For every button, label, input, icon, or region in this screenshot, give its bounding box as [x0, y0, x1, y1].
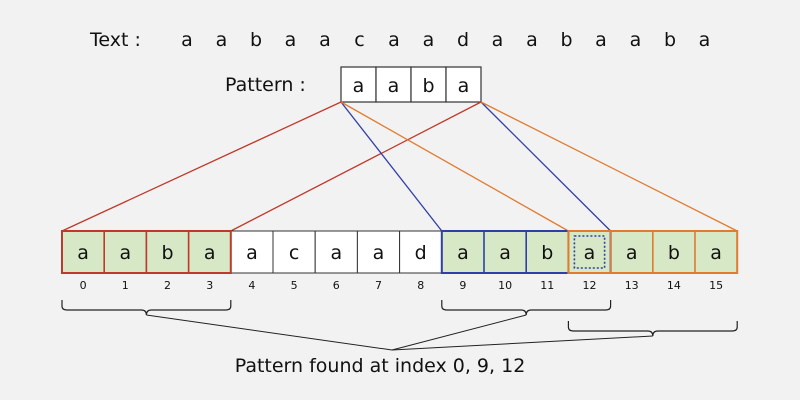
text-char: a [492, 29, 504, 51]
index-label: 12 [583, 279, 597, 292]
array-char: a [204, 242, 216, 264]
pattern-cell [445, 66, 482, 103]
index-label: 0 [80, 279, 87, 292]
index-label: 15 [709, 279, 723, 292]
connector-line [480, 101, 612, 232]
array-cell [145, 230, 190, 274]
array-cell [314, 230, 358, 274]
text-label: Text : [89, 29, 141, 51]
index-label: 5 [291, 279, 298, 292]
match-outlines [61, 230, 739, 274]
pattern-cell [410, 66, 447, 103]
result-pointer-line [146, 314, 393, 351]
index-label: 7 [375, 279, 382, 292]
array-cell [230, 230, 274, 274]
connector-line [480, 101, 738, 232]
connector-line [340, 101, 569, 232]
array-cell [483, 230, 527, 274]
index-label: 13 [625, 279, 639, 292]
index-label: 3 [206, 279, 213, 292]
index-label: 4 [248, 279, 255, 292]
text-char: a [699, 29, 711, 51]
text-char: b [250, 29, 262, 51]
array-cell [272, 230, 316, 274]
pattern-cell [375, 66, 412, 103]
pattern-label: Pattern : [225, 74, 306, 96]
text-char: a [285, 29, 297, 51]
text-char: c [354, 29, 364, 51]
match-brace [61, 300, 232, 316]
pattern-char: a [388, 75, 400, 97]
text-char: b [560, 29, 572, 51]
connector-line [230, 101, 482, 232]
overlap-marker [573, 235, 606, 269]
result-text: Pattern found at index 0, 9, 12 [235, 355, 526, 377]
array-char: b [541, 242, 553, 264]
index-label: 10 [498, 279, 512, 292]
index-label: 8 [417, 279, 424, 292]
array-cell [356, 230, 401, 274]
array-char: a [246, 242, 258, 264]
text-char: a [388, 29, 400, 51]
connector-line [340, 101, 443, 232]
array-char: a [119, 242, 131, 264]
text-char: a [526, 29, 538, 51]
array-char: a [584, 242, 596, 264]
index-label: 6 [333, 279, 340, 292]
match-brace [567, 321, 738, 337]
index-label: 2 [164, 279, 171, 292]
array-char: d [415, 242, 427, 264]
connector-line [61, 101, 342, 232]
array-cell [103, 230, 147, 274]
array-char: a [710, 242, 722, 264]
array-cell [441, 230, 485, 274]
pattern-cell [340, 66, 377, 103]
text-char: a [319, 29, 331, 51]
text-char: a [423, 29, 435, 51]
array-char: a [373, 242, 385, 264]
array-char: b [161, 242, 173, 264]
text-char: d [457, 29, 469, 51]
array-char: a [499, 242, 511, 264]
index-label: 11 [540, 279, 554, 292]
text-char: a [181, 29, 193, 51]
result-pointer-line [391, 335, 653, 351]
array-char: a [457, 242, 469, 264]
array-char: a [77, 242, 89, 264]
match-brace [441, 300, 612, 316]
array-char: b [668, 242, 680, 264]
text-char: a [216, 29, 228, 51]
array-char: c [289, 242, 299, 264]
match-connector-lines [61, 101, 738, 232]
result-pointer-line [391, 314, 527, 351]
text-char: a [595, 29, 607, 51]
pattern-char: a [353, 75, 365, 97]
text-char: a [630, 29, 642, 51]
array-char: a [626, 242, 638, 264]
array-char: a [330, 242, 342, 264]
index-label: 14 [667, 279, 681, 292]
index-label: 9 [459, 279, 466, 292]
text-char: b [664, 29, 676, 51]
index-label: 1 [122, 279, 129, 292]
match-braces [61, 300, 738, 351]
pattern-char: a [458, 75, 470, 97]
pattern-char: b [422, 75, 434, 97]
